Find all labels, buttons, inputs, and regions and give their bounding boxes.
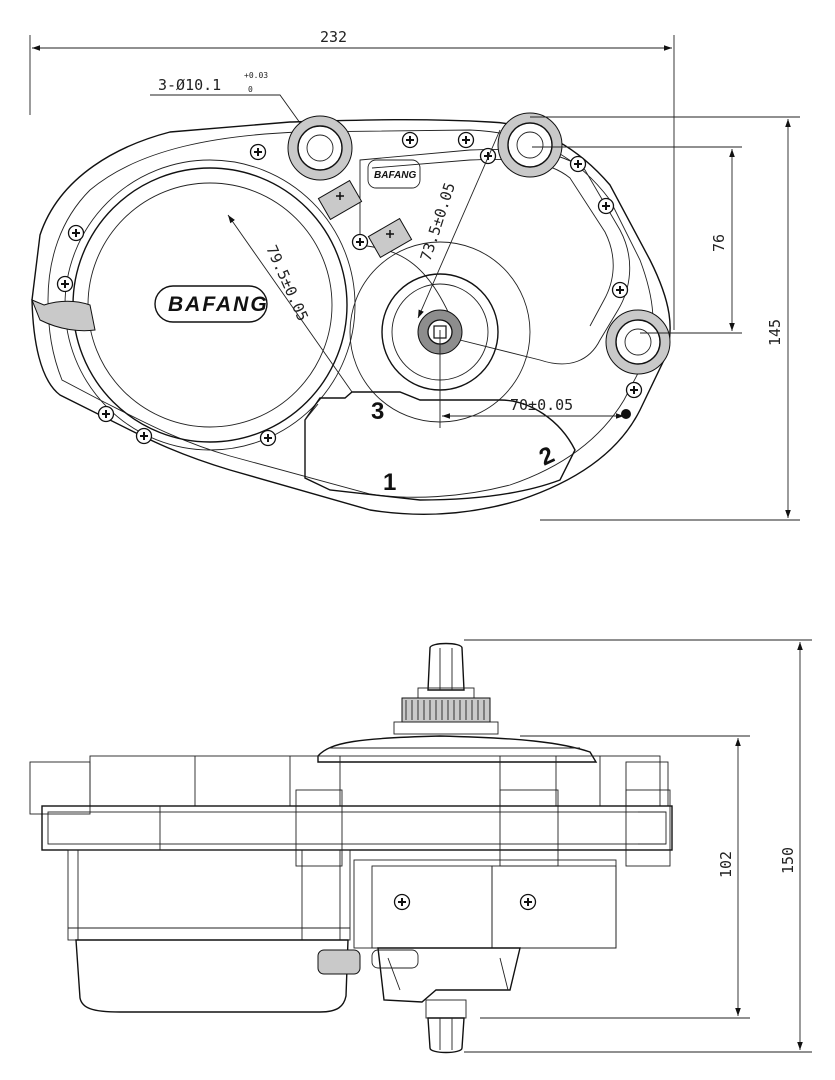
- mount-boss-top-right: [497, 112, 563, 178]
- screw-icon: [97, 405, 115, 423]
- width-dimension: 232: [29, 28, 675, 330]
- dim-body-102: 102: [717, 851, 735, 878]
- brand-logo: BAFANG: [168, 293, 269, 316]
- connector-1: [317, 179, 363, 221]
- side-view: 102 150: [29, 639, 812, 1054]
- screw-icon: [611, 281, 629, 299]
- dim-offset-70: 70±0.05: [510, 396, 573, 414]
- screw-icon: [569, 155, 587, 173]
- mounting-flange: [41, 789, 673, 867]
- motor-body: [67, 849, 351, 1013]
- screw-icon: [67, 224, 85, 242]
- callout-3: 3: [371, 398, 384, 425]
- callout-2: 2: [535, 441, 559, 471]
- screw-icon: [393, 893, 411, 911]
- connector-2: [367, 217, 413, 259]
- hole-tolerance-upper: +0.03: [244, 71, 268, 80]
- gearbox-lower: [353, 859, 617, 1003]
- controller-box: [304, 391, 576, 501]
- housing-edge-detail: [31, 299, 96, 332]
- screw-icon: [479, 147, 497, 165]
- dim-height-150: 150: [779, 847, 797, 874]
- screw-icon: [135, 427, 153, 445]
- radius-dimension-mount: 73.5±0.05: [417, 129, 501, 319]
- hole-callout-text: 3-Ø10.1: [158, 76, 221, 94]
- spindle-bottom: [425, 999, 467, 1054]
- callout-1: 1: [383, 469, 396, 496]
- vertical-dimensions: 76 145: [530, 116, 800, 521]
- screw-icon: [56, 275, 74, 293]
- spindle-top: [393, 642, 499, 735]
- screw-icon: [259, 429, 277, 447]
- small-brand-logo: BAFANG: [374, 170, 416, 181]
- body-upper: [29, 755, 669, 815]
- horizontal-offset-dimension: 70±0.05: [439, 330, 624, 428]
- side-dimensions: 102 150: [464, 639, 812, 1053]
- screw-icon: [457, 131, 475, 149]
- mount-boss-right: [605, 309, 671, 375]
- screw-icon: [597, 197, 615, 215]
- dim-radius-79-5: 79.5±0.05: [262, 242, 312, 324]
- screw-icon: [625, 381, 643, 399]
- screw-icon: [249, 143, 267, 161]
- dim-width-232: 232: [320, 28, 347, 46]
- dim-radius-73-5: 73.5±0.05: [417, 180, 459, 263]
- upper-cover: [317, 735, 598, 763]
- screw-icon: [519, 893, 537, 911]
- side-connector: [317, 949, 419, 975]
- screw-icon: [401, 131, 419, 149]
- hole-tolerance-lower: 0: [248, 85, 253, 94]
- dim-height-145: 145: [766, 319, 784, 346]
- screw-icon: [351, 233, 369, 251]
- top-view: 232 3-Ø10.1 +0.03 0 BAFANG BAFANG: [29, 28, 800, 521]
- mount-boss-top-left: [287, 115, 353, 181]
- dim-hole-76: 76: [710, 234, 728, 252]
